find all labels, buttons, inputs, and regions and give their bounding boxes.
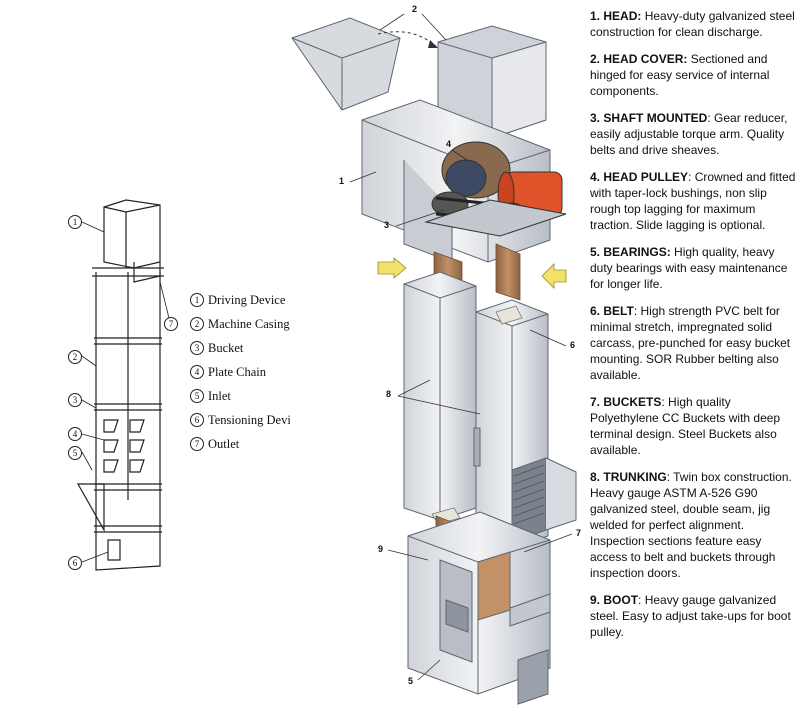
callout-3: 3 <box>384 220 390 230</box>
spec-trunking: 8. TRUNKING: Twin box construction. Heav… <box>590 470 792 580</box>
drawing-inlet <box>76 483 105 533</box>
callout-2: 2 <box>412 4 418 14</box>
arrow-in <box>377 257 407 279</box>
drawing-callout-3: 3 <box>68 393 82 407</box>
callout-7: 7 <box>576 528 582 538</box>
drawing-callout-1: 1 <box>68 215 82 229</box>
spec-bearings: 5. BEARINGS: High quality, heavy duty be… <box>590 245 788 291</box>
trunking <box>403 271 577 549</box>
arrow-out <box>541 263 567 289</box>
drawing-callout-2: 2 <box>68 350 82 364</box>
drawing-outlet <box>133 262 161 283</box>
spec-shaft-mounted: 3. SHAFT MOUNTED: Gear reducer, easily a… <box>590 111 788 157</box>
drawing-callout-4: 4 <box>68 427 82 441</box>
drawing-tension <box>107 539 121 561</box>
drawing-boot <box>95 500 161 571</box>
spec-belt: 6. BELT: High strength PVC belt for mini… <box>590 304 791 382</box>
drawing-callout-5: 5 <box>68 446 82 460</box>
head-cover-open <box>291 17 401 111</box>
callout-5: 5 <box>408 676 414 686</box>
callout-8: 8 <box>386 389 392 399</box>
drive-assembly <box>424 141 567 237</box>
drawing-callout-6: 6 <box>68 556 82 570</box>
callout-9: 9 <box>378 544 384 554</box>
callout-4: 4 <box>446 139 452 149</box>
chain-elevator-drawing <box>76 199 171 571</box>
spec-head-pulley: 4. HEAD PULLEY: Crowned and fitted with … <box>590 170 796 232</box>
component-spec-list: 1. HEAD: Heavy-duty galvanized steel con… <box>590 8 796 651</box>
spec-head-cover: 2. HEAD COVER: Sectioned and hinged for … <box>590 52 770 98</box>
elevator-boot <box>407 511 551 705</box>
spec-buckets: 7. BUCKETS: High quality Polyethylene CC… <box>590 395 781 457</box>
spec-head: 1. HEAD: Heavy-duty galvanized steel con… <box>590 9 795 39</box>
spec-boot: 9. BOOT: Heavy gauge galvanized steel. E… <box>590 593 791 639</box>
boot-inlet <box>517 649 549 705</box>
drawing-callout-7: 7 <box>164 317 178 331</box>
bucket-top <box>495 305 523 325</box>
callout-6: 6 <box>570 340 576 350</box>
drawing-casing <box>95 272 161 500</box>
belt-elevator-illustration <box>291 13 577 705</box>
callout-1: 1 <box>339 176 345 186</box>
belt-upper-right <box>495 243 521 301</box>
head-cover-closed <box>437 25 547 139</box>
drawing-buckets <box>103 419 119 473</box>
